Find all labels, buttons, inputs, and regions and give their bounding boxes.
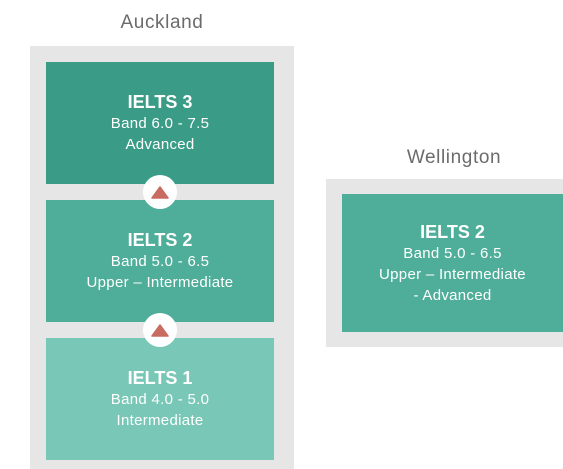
wellington-level-ielts-2[interactable]: IELTS 2 Band 5.0 - 6.5 Upper – Intermedi…	[342, 194, 563, 332]
level-band: Band 6.0 - 7.5	[110, 115, 210, 132]
level-name: IELTS 3	[127, 92, 193, 112]
auckland-level-ielts-3[interactable]: IELTS 3 Band 6.0 - 7.5 Advanced	[46, 62, 274, 184]
level-description: Intermediate	[116, 412, 204, 429]
level-description: Advanced	[125, 136, 195, 153]
level-name: IELTS 2	[420, 221, 485, 242]
progression-connector	[143, 313, 177, 347]
level-description: Upper – Intermediate	[86, 274, 234, 291]
wellington-title: Wellington	[406, 147, 502, 168]
auckland-title: Auckland	[120, 12, 204, 33]
auckland-level-ielts-1[interactable]: IELTS 1 Band 4.0 - 5.0 Intermediate	[46, 338, 274, 460]
level-band: Band 5.0 - 6.5	[403, 244, 502, 262]
level-name: IELTS 2	[127, 230, 193, 250]
level-description: - Advanced	[413, 286, 492, 304]
progression-connector	[143, 175, 177, 209]
auckland-level-ielts-2[interactable]: IELTS 2 Band 5.0 - 6.5 Upper – Intermedi…	[46, 200, 274, 322]
level-name: IELTS 1	[127, 368, 193, 388]
level-band: Band 5.0 - 6.5	[110, 253, 210, 270]
up-triangle-icon	[151, 185, 169, 199]
level-band: Band 4.0 - 5.0	[110, 391, 210, 408]
up-triangle-icon	[151, 323, 169, 337]
level-description: Upper – Intermediate	[379, 265, 526, 283]
